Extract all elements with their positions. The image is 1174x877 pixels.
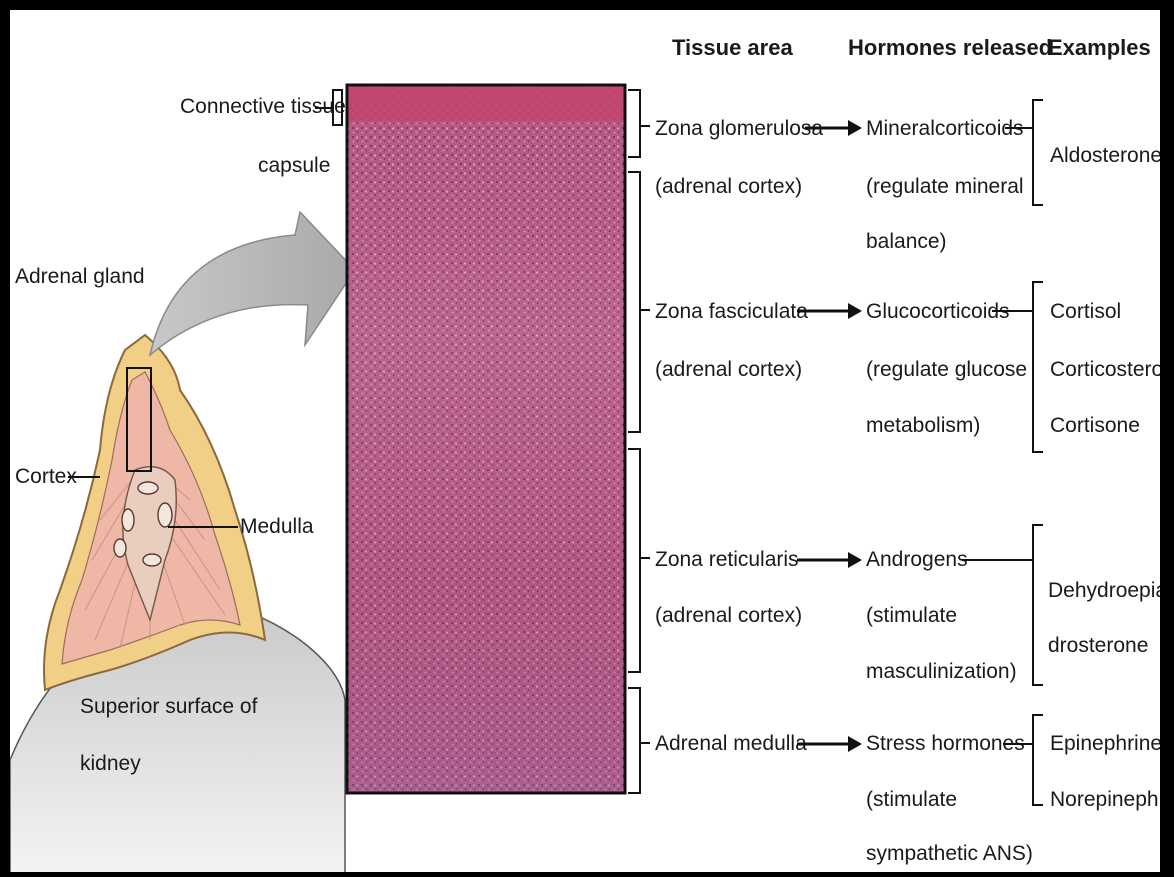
example-item: Norepinephrine [1050, 788, 1160, 811]
capsule-label-line2: capsule [258, 154, 330, 177]
hormone-desc-line2: masculinization) [866, 660, 1017, 683]
tissue-name: Zona glomerulosa [655, 117, 823, 140]
kidney-label-line2: kidney [80, 752, 141, 775]
example-item: Aldosterone [1050, 144, 1160, 167]
hormone-name: Glucocorticoids [866, 300, 1010, 323]
hormone-name: Stress hormones [866, 732, 1025, 755]
row-adrenal-medulla: Adrenal medulla Stress hormones (stimula… [655, 732, 1160, 865]
cortex-label: Cortex [15, 465, 77, 488]
row-zona-glomerulosa: Zona glomerulosa (adrenal cortex) Minera… [655, 117, 1160, 253]
zone-brackets [628, 90, 650, 793]
hormone-desc-line1: (stimulate [866, 604, 957, 627]
example-item: Cortisol [1050, 300, 1121, 323]
kidney-label-line1: Superior surface of [80, 695, 258, 718]
capsule-label-line1: Connective tissue [180, 95, 346, 118]
header-tissue-area: Tissue area [672, 35, 793, 60]
arrow-icon [848, 552, 862, 568]
example-item: Dehydroepian- [1048, 579, 1160, 602]
hormone-desc-line2: sympathetic ANS) [866, 842, 1033, 865]
figure-frame: Connective tissue capsule Adrenal gland … [10, 10, 1160, 872]
hormone-desc-line1: (regulate glucose [866, 358, 1027, 381]
header-examples: Examples [1048, 35, 1151, 60]
arrow-icon [848, 120, 862, 136]
adrenal-gland-label: Adrenal gland [15, 265, 145, 288]
tissue-name: Adrenal medulla [655, 732, 807, 755]
hormone-name: Mineralcorticoids [866, 117, 1024, 140]
arrow-icon [848, 303, 862, 319]
magnify-arrow [150, 212, 355, 355]
tissue-subtitle: (adrenal cortex) [655, 175, 802, 198]
adrenal-figure: Connective tissue capsule Adrenal gland … [10, 10, 1160, 872]
hormone-desc-line2: metabolism) [866, 414, 980, 437]
example-item: Cortisone [1050, 414, 1140, 437]
arrow-icon [848, 736, 862, 752]
row-zona-reticularis: Zona reticularis (adrenal cortex) Androg… [655, 548, 1160, 683]
hormone-desc-line1: (regulate mineral [866, 175, 1024, 198]
hormone-desc-line2: balance) [866, 230, 947, 253]
tissue-subtitle: (adrenal cortex) [655, 358, 802, 381]
hormone-desc-line1: (stimulate [866, 788, 957, 811]
tissue-subtitle: (adrenal cortex) [655, 604, 802, 627]
example-item: Epinephrine [1050, 732, 1160, 755]
medulla-label: Medulla [240, 515, 314, 538]
example-brackets [1033, 100, 1043, 805]
tissue-name: Zona fasciculata [655, 300, 808, 323]
example-item: Corticosterone [1050, 358, 1160, 381]
histology-micrograph [347, 85, 625, 793]
row-zona-fasciculata: Zona fasciculata (adrenal cortex) Glucoc… [655, 300, 1160, 437]
header-hormones-released: Hormones released [848, 35, 1052, 60]
tissue-name: Zona reticularis [655, 548, 799, 571]
example-item: drosterone [1048, 634, 1148, 657]
hormone-name: Androgens [866, 548, 968, 571]
